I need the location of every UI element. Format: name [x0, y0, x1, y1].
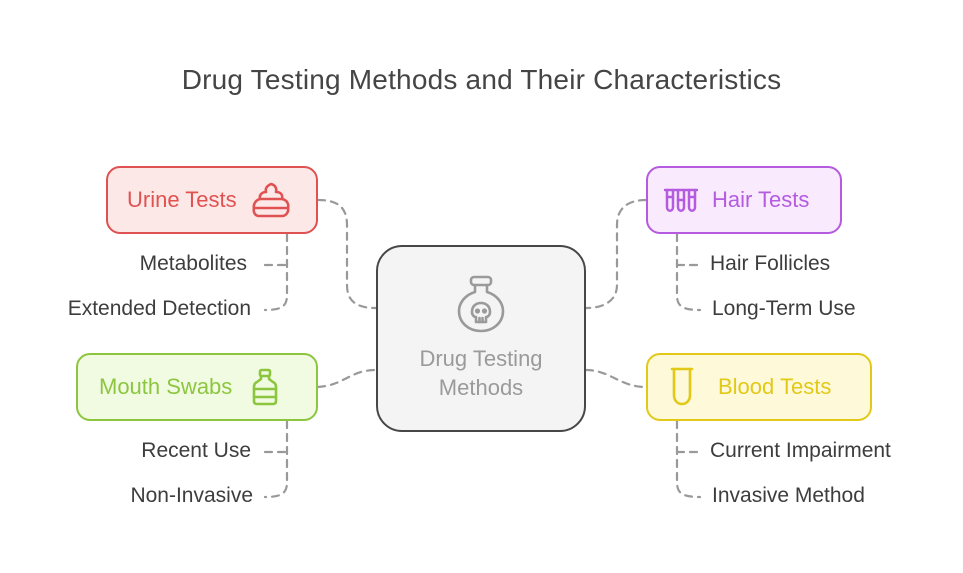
blood-tests-label: Blood Tests [718, 374, 832, 399]
test-tubes-icon [664, 187, 698, 213]
leaf-non-invasive: Non-Invasive [130, 484, 253, 507]
leaf-metabolites: Metabolites [139, 252, 247, 275]
urine-tests-label: Urine Tests [127, 187, 237, 212]
bottle-icon [252, 368, 278, 406]
node-urine-tests[interactable]: Urine Tests [106, 166, 318, 234]
node-blood-tests[interactable]: Blood Tests [646, 353, 872, 421]
poison-flask-icon [457, 275, 505, 338]
leaf-hair-follicles: Hair Follicles [710, 252, 831, 275]
center-label-line2: Methods [438, 375, 524, 400]
poop-icon [251, 181, 291, 219]
connector-mouth-leaves [263, 419, 289, 499]
leaf-current-impairment: Current Impairment [710, 439, 891, 462]
hair-tests-label: Hair Tests [712, 187, 810, 212]
center-node[interactable]: Drug Testing Methods [376, 245, 586, 432]
connector-urine-leaves [263, 232, 289, 312]
connector-blood-leaves [675, 419, 702, 499]
leaf-recent-use: Recent Use [141, 439, 251, 462]
connector-center-hair [584, 198, 648, 310]
leaf-extended-detection: Extended Detection [67, 297, 251, 320]
center-label-line1: Drug Testing [419, 346, 543, 371]
node-hair-tests[interactable]: Hair Tests [646, 166, 842, 234]
leaf-long-term-use: Long-Term Use [712, 297, 856, 320]
connector-center-blood [584, 368, 648, 389]
connector-center-mouth [316, 368, 378, 389]
connector-hair-leaves [675, 232, 702, 312]
connector-center-urine [316, 198, 378, 310]
center-label: Drug Testing Methods [419, 344, 542, 402]
node-mouth-swabs[interactable]: Mouth Swabs [76, 353, 318, 421]
diagram-title: Drug Testing Methods and Their Character… [181, 64, 782, 95]
test-tube-icon [670, 367, 694, 407]
leaf-invasive-method: Invasive Method [712, 484, 865, 507]
mouth-swabs-label: Mouth Swabs [99, 374, 233, 399]
